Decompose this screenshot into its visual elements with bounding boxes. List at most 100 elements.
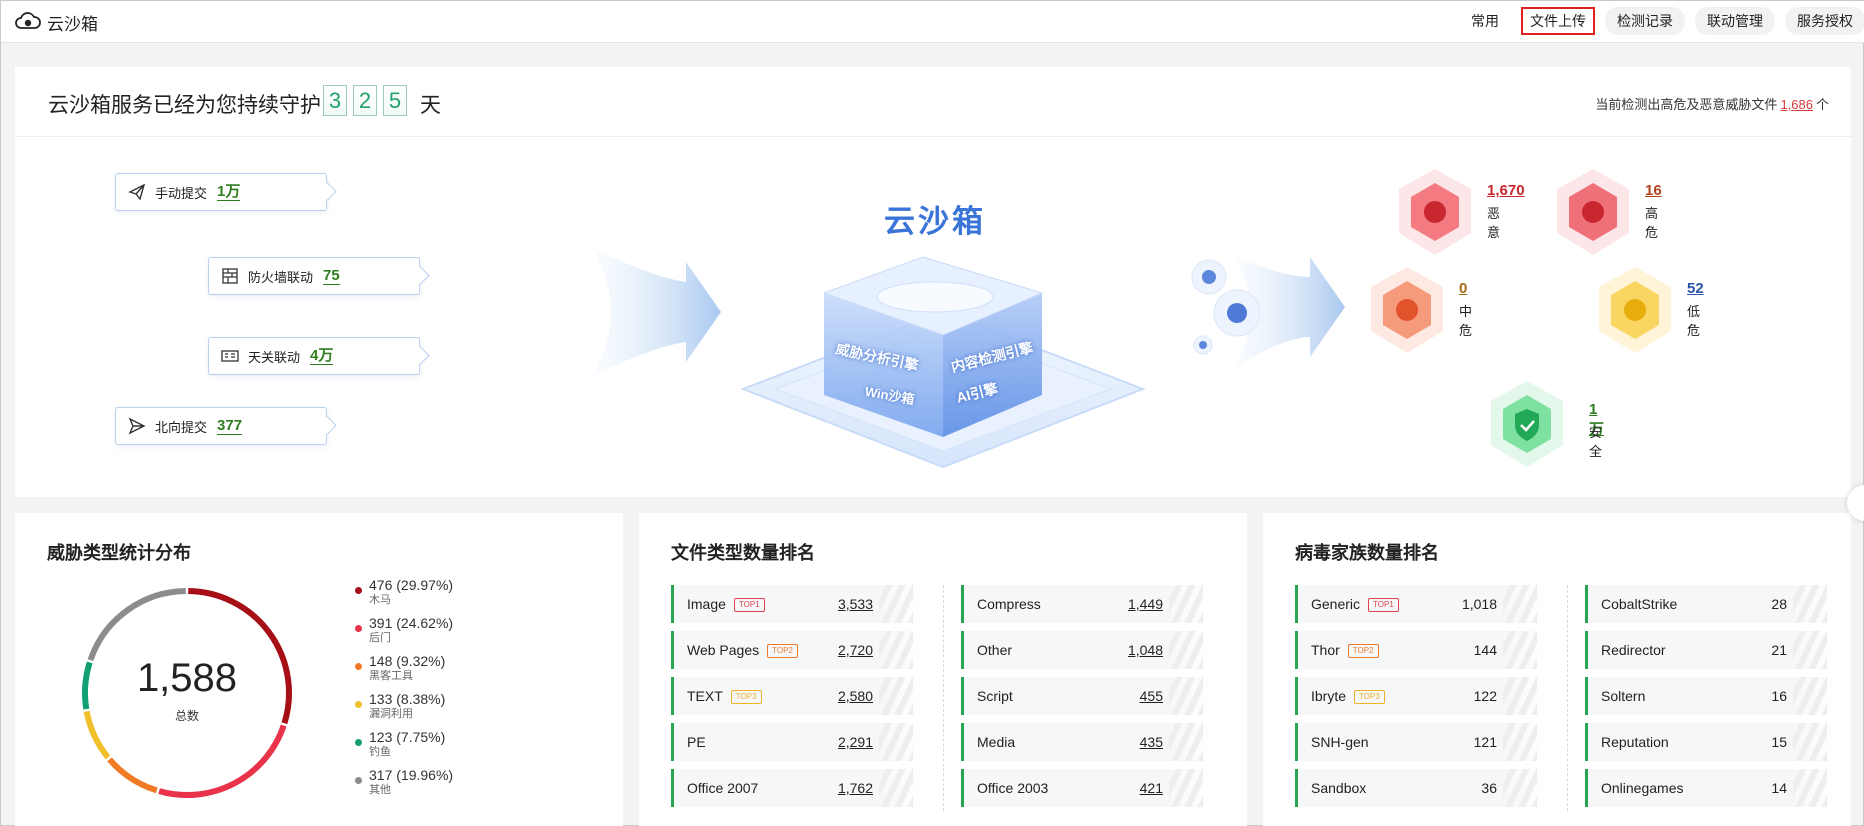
rank-count[interactable]: 455	[1139, 688, 1163, 704]
legend-value: 123 (7.75%)	[369, 729, 446, 745]
threat-count-link[interactable]: 1,686	[1780, 97, 1813, 112]
result-value[interactable]: 1,670	[1487, 182, 1525, 199]
rank-count[interactable]: 421	[1139, 780, 1163, 796]
legend-value: 148 (9.32%)	[369, 653, 446, 669]
donut-slice[interactable]	[107, 757, 158, 794]
rank-count[interactable]: 2,720	[837, 642, 873, 658]
legend-item[interactable]: 133 (8.38%)漏洞利用	[355, 691, 453, 729]
result-malicious[interactable]: 1,670 恶意	[1395, 167, 1525, 262]
rank-count[interactable]: 435	[1139, 734, 1163, 750]
rank-name: SNH-gen	[1311, 734, 1369, 750]
rank-name-text: Onlinegames	[1601, 780, 1684, 796]
nav-detection-records[interactable]: 检测记录	[1605, 7, 1685, 35]
legend-dot	[355, 587, 362, 594]
rank-name: Office 2003	[977, 780, 1048, 796]
source-value[interactable]: 377	[217, 417, 243, 435]
rank-row[interactable]: Media 435	[961, 723, 1213, 761]
donut-slice[interactable]	[87, 588, 186, 662]
source-card-gateway[interactable]: 天关联动 4万	[208, 337, 420, 375]
nav-file-upload[interactable]: 文件上传	[1521, 7, 1595, 35]
result-value[interactable]: 0	[1459, 280, 1468, 297]
rank-count[interactable]: 2,580	[837, 688, 873, 704]
legend-item[interactable]: 148 (9.32%)黑客工具	[355, 653, 453, 691]
result-value[interactable]: 16	[1645, 182, 1662, 199]
rank-count[interactable]: 1,449	[1127, 596, 1163, 612]
legend-dot	[355, 701, 362, 708]
rank-count: 1,018	[1461, 596, 1497, 612]
legend-item[interactable]: 476 (29.97%)木马	[355, 577, 453, 615]
top-bar: 云沙箱 常用 文件上传 检测记录 联动管理 服务授权	[1, 1, 1864, 43]
donut-total: 1,588	[136, 656, 238, 700]
outflow-arrow-graphic	[1191, 257, 1345, 367]
legend-item[interactable]: 317 (19.96%)其他	[355, 767, 453, 805]
legend-label: 其他	[369, 784, 391, 796]
donut-slice[interactable]	[82, 661, 93, 710]
rank-tag: TOP3	[1354, 690, 1385, 704]
rank-name-text: Redirector	[1601, 642, 1666, 658]
panel-title: 威胁类型统计分布	[47, 543, 191, 563]
rank-name: Redirector	[1601, 642, 1666, 658]
rank-row[interactable]: Office 2003 421	[961, 769, 1213, 807]
source-value[interactable]: 4万	[310, 347, 334, 365]
rank-name: Reputation	[1601, 734, 1669, 750]
rank-name-text: Generic	[1311, 596, 1361, 612]
result-medium-risk[interactable]: 0 中危	[1367, 265, 1472, 360]
rank-name-text: Image	[687, 596, 726, 612]
rank-row[interactable]: Redirector 21	[1585, 631, 1837, 669]
donut-slice[interactable]	[158, 724, 287, 798]
rank-name: Script	[977, 688, 1013, 704]
result-label: 低危	[1687, 304, 1701, 338]
rank-count: 21	[1771, 642, 1787, 658]
rank-count[interactable]: 1,048	[1127, 642, 1163, 658]
result-low-risk[interactable]: 52 低危	[1595, 265, 1704, 360]
donut-slice[interactable]	[188, 588, 292, 725]
rank-row[interactable]: Office 2007 1,762	[671, 769, 923, 807]
legend-item[interactable]: 123 (7.75%)钓鱼	[355, 729, 453, 767]
rank-row[interactable]: Compress 1,449	[961, 585, 1213, 623]
result-value[interactable]: 52	[1687, 280, 1704, 297]
source-value[interactable]: 75	[323, 267, 340, 285]
result-value[interactable]: 1万	[1589, 401, 1605, 438]
rank-count[interactable]: 3,533	[837, 596, 873, 612]
rank-count[interactable]: 1,762	[837, 780, 873, 796]
result-safe[interactable]: 1万 安全	[1487, 379, 1604, 474]
source-card-firewall[interactable]: 防火墙联动 75	[208, 257, 420, 295]
rank-name-text: Media	[977, 734, 1016, 750]
rank-row[interactable]: Script 455	[961, 677, 1213, 715]
source-card-northbound[interactable]: 北向提交 377	[115, 407, 327, 445]
nav-service-authorization[interactable]: 服务授权	[1785, 7, 1864, 35]
donut-slice[interactable]	[83, 710, 111, 760]
source-value[interactable]: 1万	[217, 183, 241, 201]
result-high-risk[interactable]: 16 高危	[1553, 167, 1662, 262]
rank-name: Office 2007	[687, 780, 758, 796]
rank-name-text: PE	[687, 734, 706, 750]
nav-linkage-management[interactable]: 联动管理	[1695, 7, 1775, 35]
floating-assistant-button[interactable]	[1847, 485, 1864, 521]
rank-row[interactable]: PE 2,291	[671, 723, 923, 761]
legend-item[interactable]: 391 (24.62%)后门	[355, 615, 453, 653]
rank-name-text: Compress	[977, 596, 1041, 612]
rank-count: 122	[1473, 688, 1497, 704]
nav-common[interactable]: 常用	[1471, 13, 1499, 29]
source-card-manual[interactable]: 手动提交 1万	[115, 173, 327, 211]
legend-label: 漏洞利用	[369, 708, 413, 720]
rank-name: Onlinegames	[1601, 780, 1684, 796]
rank-count[interactable]: 2,291	[837, 734, 873, 750]
